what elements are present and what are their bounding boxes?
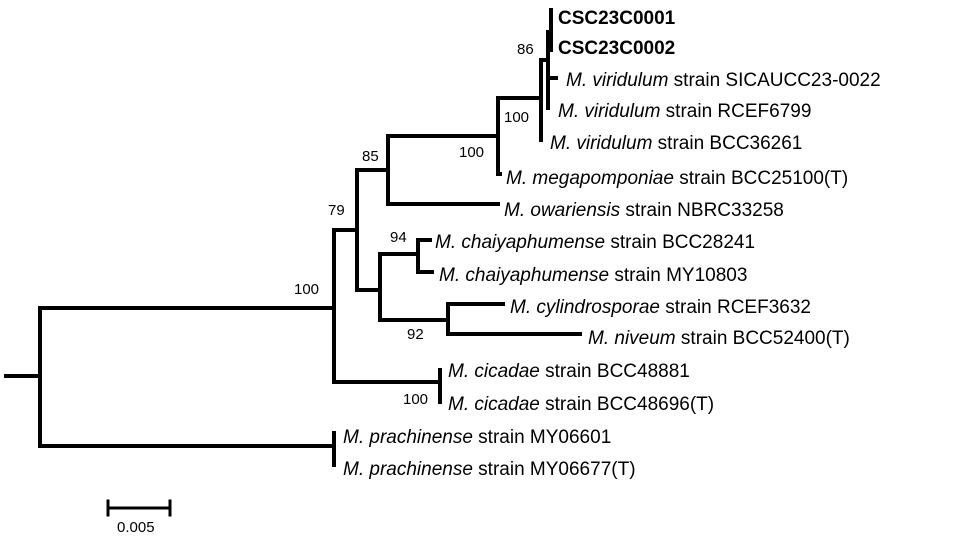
taxon-label-csc23c0001: CSC23C0001 <box>558 8 676 29</box>
taxon-label-megapomponiae: M. megapomponiae strain BCC25100(T) <box>506 168 848 189</box>
support-value-85: 85 <box>362 148 379 165</box>
taxon-label-owariensis: M. owariensis strain NBRC33258 <box>504 200 784 221</box>
support-value-100-megapomponiae: 100 <box>459 144 484 161</box>
taxon-label-chaiyaphumense-my: M. chaiyaphumense strain MY10803 <box>439 265 747 286</box>
support-value-94: 94 <box>390 229 407 246</box>
taxon-label-cylindrosporae: M. cylindrosporae strain RCEF3632 <box>510 297 811 318</box>
support-values: 86 100 100 85 79 94 100 92 100 <box>294 41 534 408</box>
taxon-label-prachinense-my06601: M. prachinense strain MY06601 <box>343 427 611 448</box>
taxon-label-csc23c0002: CSC23C0002 <box>558 38 675 59</box>
taxon-label-viridulum-sicaucc: M. viridulum strain SICAUCC23-0022 <box>566 70 881 91</box>
support-value-92: 92 <box>407 326 424 343</box>
taxon-label-niveum: M. niveum strain BCC52400(T) <box>588 328 850 349</box>
tree-branches <box>4 8 582 467</box>
support-value-100-root: 100 <box>294 281 319 298</box>
scale-bar: 0.005 <box>106 499 172 536</box>
support-value-86: 86 <box>517 41 534 58</box>
taxon-label-viridulum-bcc: M. viridulum strain BCC36261 <box>550 133 802 154</box>
support-value-79: 79 <box>328 202 345 219</box>
scale-bar-label: 0.005 <box>117 519 155 536</box>
taxon-label-cicadae-bcc48696: M. cicadae strain BCC48696(T) <box>448 394 714 415</box>
taxon-label-chaiyaphumense-bcc: M. chaiyaphumense strain BCC28241 <box>435 232 755 253</box>
support-value-100-cicadae: 100 <box>403 391 428 408</box>
support-value-100-viridulum: 100 <box>504 109 529 126</box>
taxon-labels: CSC23C0001 CSC23C0002 M. viridulum strai… <box>343 8 881 480</box>
taxon-label-prachinense-my06677: M. prachinense strain MY06677(T) <box>343 459 636 480</box>
taxon-label-viridulum-rcef: M. viridulum strain RCEF6799 <box>558 101 811 122</box>
taxon-label-cicadae-bcc48881: M. cicadae strain BCC48881 <box>448 361 690 382</box>
